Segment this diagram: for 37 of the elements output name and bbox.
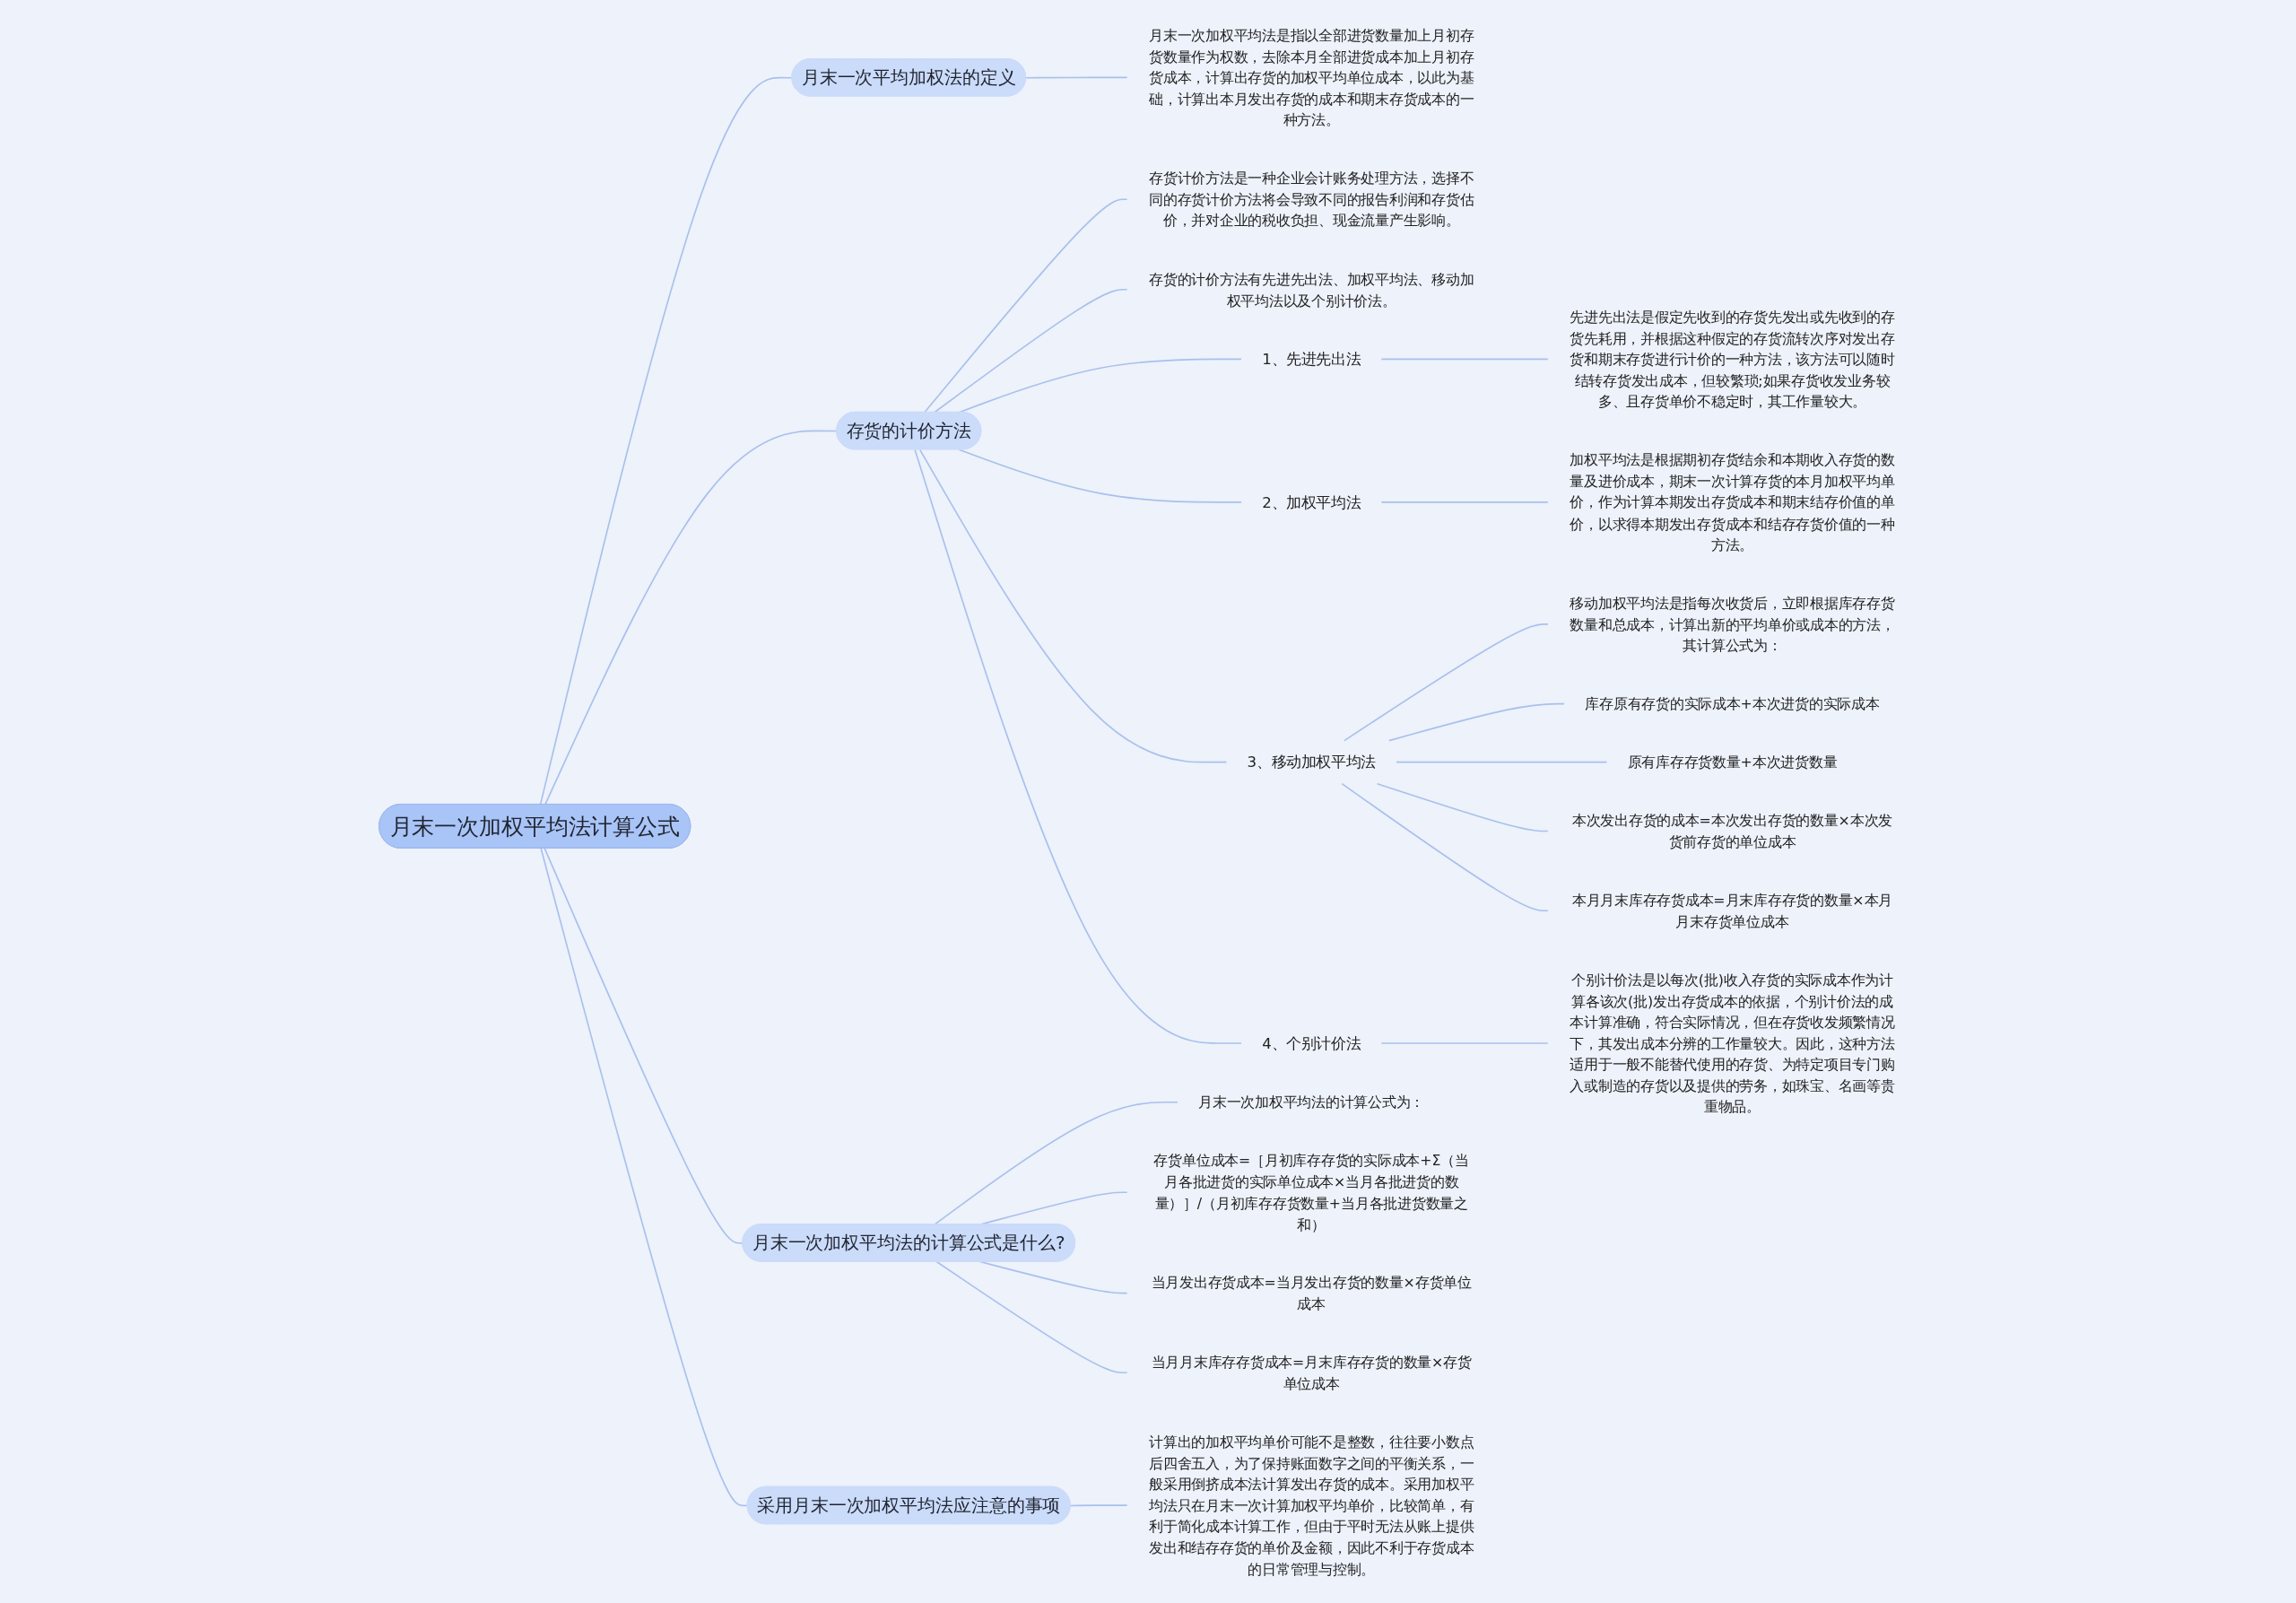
- node-text: 存货单位成本=［月初库存存货的实际成本+Σ（当月各批进货的实际单位成本×当月各批进货的数量）］/（月初库存存货数量+当月各批进货数量之和）: [1153, 1151, 1470, 1233]
- node-text: 先进先出法是假定先收到的存货先发出或先收到的存货先耗用，并根据这种假定的存货流转次序对发出存货和期末存货进行计价的一种方法，该方法可以随时结转存货发出成本，但较繁琐;如果存货收发业务较多、且存货单价不稳定时，其工作量较大。: [1570, 308, 1895, 409]
- connector: [1380, 357, 1549, 360]
- node-text: 库存原有存货的实际成本+本次进货的实际成本: [1585, 694, 1880, 711]
- connector: [934, 1101, 1178, 1225]
- connector: [1341, 782, 1549, 911]
- node-text: 当月月末库存存货成本=月末库存存货的数量×存货单位成本: [1151, 1353, 1472, 1391]
- node-text: 加权平均法是根据期初存货结余和本期收入存货的数量及进价成本，期末一次计算存货的本月加权平均单价，作为计算本期发出存货成本和期末结存价值的单价，以求得本期发出存货成本和结存存货价值的一种方法。: [1570, 450, 1895, 553]
- node-text: 3、移动加权平均法: [1247, 753, 1376, 771]
- node-text: 月末一次加权平均法是指以全部进货数量加上月初存货数量作为权数，去除本月全部进货成本加上月初存货成本，计算出存货的加权平均单位成本，以此为基础，计算出本月发出存货的成本和期末存货成本的一种方法。: [1149, 26, 1474, 127]
- connector: [1025, 76, 1128, 79]
- connector: [935, 1260, 1128, 1373]
- node-text: 2、加权平均法: [1262, 492, 1361, 511]
- connector: [1376, 782, 1549, 832]
- connector: [1396, 761, 1608, 762]
- connector: [914, 448, 1242, 1044]
- node-text: 个别计价法是以每次(批)收入存货的实际成本作为计算各该次(批)发出存货成本的依据，个别计价法的成本计算准确，符合实际情况，但在存货收发频繁情况下，其发出成本分辨的工作量较大。因此，这种方法适用于一般不能替代使用的存货、为特定项目专门购入或制造的存货以及提供的劳务，如珠宝、名画等贵重物品。: [1570, 971, 1895, 1115]
- node-text: 移动加权平均法是指每次收货后，立即根据库存存货数量和总成本，计算出新的平均单价或成本的方法，其计算公式为：: [1570, 594, 1895, 653]
- connector: [1380, 1041, 1549, 1044]
- node-text: 本月月末库存存货成本=月末库存存货的数量×本月月末存货单位成本: [1572, 891, 1893, 929]
- connector: [979, 1260, 1128, 1294]
- connector: [1344, 623, 1549, 741]
- node-text: 原有库存存货数量+本次进货数量: [1627, 753, 1838, 771]
- connector: [958, 448, 1242, 503]
- node-text: 存货的计价方法有先进先出法、加权平均法、移动加权平均法以及个别计价法。: [1149, 270, 1474, 309]
- connector: [540, 847, 749, 1506]
- node-text: 本次发出存货的成本=本次发出存货的数量×本次发货前存货的单位成本: [1572, 811, 1893, 849]
- connector: [1380, 501, 1549, 503]
- connector: [1388, 702, 1566, 741]
- connector: [1070, 1503, 1128, 1506]
- node-text: 存货计价方法是一种企业会计账务处理方法，选择不同的存货计价方法将会导致不同的报告利润和存货估价，并对企业的税收负担、现金流量产生影响。: [1149, 169, 1474, 229]
- node-text: 月末一次加权平均法的计算公式为：: [1198, 1093, 1425, 1111]
- node-text: 1、先进先出法: [1262, 349, 1361, 368]
- node-text: 4、个别计价法: [1262, 1033, 1361, 1052]
- connector: [918, 448, 1228, 762]
- node-text: 当月发出存货成本=当月发出存货的数量×存货单位成本: [1151, 1273, 1472, 1311]
- node-text: 计算出的加权平均单价可能不是整数，往往要小数点后四舍五入，为了保持账面数字之间的平衡关系，一般采用倒挤成本法计算发出存货的成本。采用加权平均法只在月末一次计算加权平均单价，比较简单，有利于简化成本计算工作，但由于平时无法从账上提供发出和结存存货的单价及金额，因此不利于存货成本的日常管理与控制。: [1149, 1433, 1474, 1577]
